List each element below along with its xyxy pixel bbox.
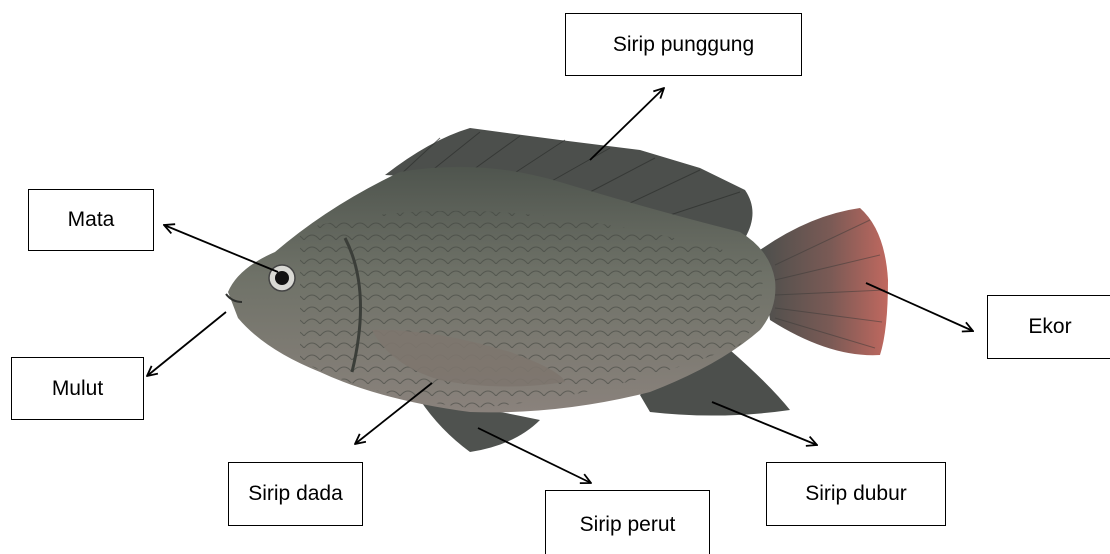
label-sirip-dada: Sirip dada <box>228 462 363 526</box>
label-sirip-perut: Sirip perut <box>545 490 710 554</box>
arrow-mulut <box>147 312 226 376</box>
arrow-sirip-perut <box>478 428 591 483</box>
label-mata: Mata <box>28 189 154 251</box>
label-sirip-punggung: Sirip punggung <box>565 13 802 76</box>
label-mulut: Mulut <box>11 357 144 420</box>
label-sirip-dubur: Sirip dubur <box>766 462 946 526</box>
arrow-mata <box>164 225 278 272</box>
label-ekor: Ekor <box>987 295 1110 359</box>
